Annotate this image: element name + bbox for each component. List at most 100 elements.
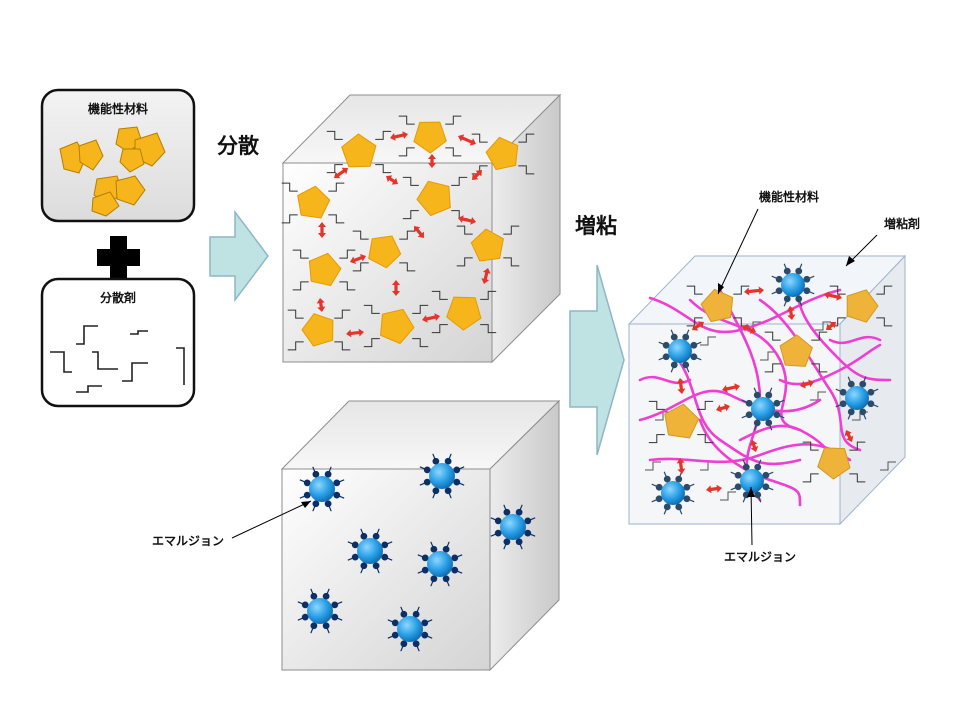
repulsion-arrow-icon bbox=[390, 131, 408, 141]
repulsion-arrow-icon bbox=[826, 322, 836, 330]
emulsion-core bbox=[845, 386, 869, 410]
particle bbox=[829, 285, 893, 327]
surfactant-head bbox=[515, 538, 523, 546]
result-particles bbox=[648, 285, 893, 483]
dispersant-molecules bbox=[50, 325, 185, 393]
emulsion-core bbox=[397, 616, 423, 642]
dispersant-molecule-icon bbox=[326, 130, 343, 140]
emulsion-core bbox=[668, 339, 692, 363]
dispersant-molecule-icon bbox=[339, 249, 356, 259]
repulsion-arrow-icon bbox=[844, 430, 854, 442]
emulsion-droplet-icon bbox=[387, 606, 433, 652]
emulsion-droplet-icon bbox=[490, 504, 536, 550]
dispersant-molecule-icon bbox=[480, 290, 497, 300]
result-emulsion-droplets bbox=[651, 263, 879, 515]
dispersant-molecule-icon bbox=[811, 331, 828, 341]
repulsion-arrow-icon bbox=[676, 458, 686, 474]
materials-box-label: 機能性材料 bbox=[88, 101, 148, 116]
dispersant-molecule-icon bbox=[829, 285, 846, 295]
repulsion-arrow-icon bbox=[392, 280, 400, 296]
dispersant-molecule-icon bbox=[363, 304, 380, 314]
emulsion-core bbox=[309, 476, 335, 502]
emulsion-droplet-icon bbox=[651, 471, 695, 515]
dispersant-molecule-icon bbox=[849, 473, 866, 483]
particle-icon bbox=[700, 288, 734, 323]
surfactant-head bbox=[675, 475, 683, 483]
surfactant-head bbox=[412, 610, 420, 618]
repulsion-arrow-icon bbox=[472, 170, 482, 180]
emulsion-droplet-icon bbox=[417, 541, 463, 587]
dispersant-molecule-icon bbox=[648, 400, 665, 410]
dispersant-molecule-icon bbox=[398, 115, 415, 125]
dispersant-molecule-icon bbox=[281, 214, 298, 224]
dispersant-molecule-icon bbox=[720, 491, 736, 501]
surfactant-head bbox=[430, 575, 438, 583]
dispersant-molecule-icon bbox=[328, 182, 345, 192]
dispersant-molecule-icon bbox=[655, 411, 671, 421]
surfactant-head bbox=[331, 601, 339, 609]
repulsion-arrow-icon bbox=[722, 383, 740, 393]
dispersant-molecule-icon bbox=[645, 461, 661, 471]
dispersant-molecule-icon bbox=[810, 391, 826, 401]
dispersant-molecule-icon bbox=[334, 309, 351, 319]
surfactant-head bbox=[839, 400, 847, 408]
particle-icon bbox=[413, 121, 447, 154]
surfactant-head bbox=[381, 553, 389, 561]
result-label-emulsion: エマルジョン bbox=[724, 550, 796, 564]
emulsion-droplet-icon bbox=[347, 528, 393, 574]
surfactant-head bbox=[351, 553, 359, 561]
emulsion-droplet-icon bbox=[835, 376, 879, 420]
thickener-strand-icon bbox=[638, 389, 822, 422]
particle bbox=[281, 182, 345, 224]
particle-icon bbox=[308, 252, 342, 287]
surfactant-head bbox=[303, 491, 311, 499]
dispersant-molecule-icon bbox=[328, 214, 345, 224]
dispersant-molecule-icon bbox=[518, 133, 535, 143]
material-particles bbox=[59, 126, 166, 217]
repulsion-arrow-icon bbox=[716, 403, 730, 413]
emulsion-core bbox=[740, 469, 764, 493]
dispersant-molecule-icon bbox=[503, 225, 520, 235]
dispersant-molecule-icon bbox=[352, 262, 369, 272]
surfactant-head bbox=[847, 408, 855, 416]
surfactant-head bbox=[333, 479, 341, 487]
surfactant-head bbox=[867, 400, 875, 408]
result-cube bbox=[627, 254, 907, 526]
particle-icon bbox=[779, 334, 813, 367]
flow-arrow-icon bbox=[569, 264, 625, 456]
repulsion-arrow-icon bbox=[706, 484, 722, 494]
surfactant-head bbox=[331, 613, 339, 621]
surfactant-head bbox=[451, 554, 459, 562]
particle-icon bbox=[846, 289, 879, 323]
dispersed-particles bbox=[281, 115, 535, 351]
surfactant-head bbox=[421, 631, 429, 639]
thickener-strand-icon bbox=[758, 298, 862, 452]
surfactant-head bbox=[847, 380, 855, 388]
emulsion-droplet-icon bbox=[730, 459, 774, 503]
flow-arrow-icon bbox=[209, 209, 269, 303]
surfactant-head bbox=[682, 333, 690, 341]
surfactant-head bbox=[391, 619, 399, 627]
dispersant-molecule-icon bbox=[480, 324, 497, 334]
surfactant-head bbox=[783, 295, 791, 303]
surfactant-head bbox=[400, 640, 408, 648]
surfactant-head bbox=[442, 575, 450, 583]
particle bbox=[648, 400, 714, 444]
surfactant-head bbox=[310, 622, 318, 630]
pointer-arrowhead-icon bbox=[301, 501, 311, 508]
emulsion-droplet-icon bbox=[419, 453, 465, 499]
particle bbox=[287, 309, 351, 351]
surfactant-head bbox=[301, 613, 309, 621]
dispersant-molecule-icon bbox=[764, 363, 781, 373]
dispersant-molecule-icon bbox=[363, 338, 380, 348]
repulsion-arrow-icon bbox=[428, 154, 436, 168]
emulsion-core bbox=[751, 397, 775, 421]
dispersant-molecule-icon bbox=[76, 325, 98, 345]
surfactant-head bbox=[494, 517, 502, 525]
surfactant-head bbox=[839, 388, 847, 396]
emulsion-droplets bbox=[297, 453, 536, 652]
dispersant-molecule-icon bbox=[697, 400, 714, 410]
particle bbox=[471, 133, 535, 175]
particle-icon bbox=[485, 136, 519, 171]
particle bbox=[456, 225, 520, 267]
